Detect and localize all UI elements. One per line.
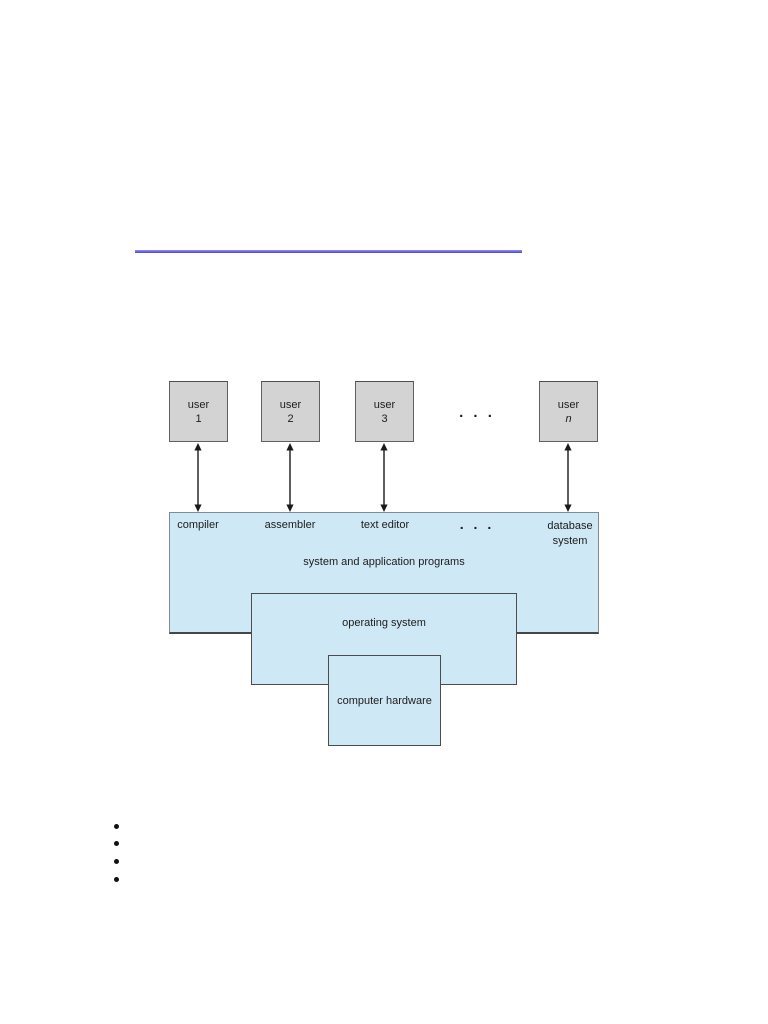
user-box-2-label: user xyxy=(279,398,302,411)
user-box-n-number: n xyxy=(565,412,572,425)
user-box-3-number: 3 xyxy=(381,412,388,425)
system-programs-label: system and application programs xyxy=(303,556,465,568)
programs-ellipsis: . . . xyxy=(459,516,495,532)
user-box-3: user 3 xyxy=(355,381,414,442)
user-box-1-number: 1 xyxy=(195,412,202,425)
bullet-dot xyxy=(114,824,119,829)
operating-system-label: operating system xyxy=(342,617,426,629)
double-arrow-icon xyxy=(192,443,204,512)
user-box-3-label: user xyxy=(373,398,396,411)
computer-hardware-label: computer hardware xyxy=(337,695,432,707)
computer-hardware-layer xyxy=(328,655,441,746)
assembler-label: assembler xyxy=(264,519,316,531)
database-label-line2: system xyxy=(552,535,588,547)
compiler-label: compiler xyxy=(177,519,219,531)
bullet-dot xyxy=(114,841,119,846)
hyperlink-underline[interactable] xyxy=(135,250,522,253)
user-box-1-label: user xyxy=(187,398,210,411)
user-box-2-number: 2 xyxy=(287,412,294,425)
bullet-dot xyxy=(114,859,119,864)
users-ellipsis: . . . xyxy=(459,404,495,421)
database-label-line1: database xyxy=(547,520,593,532)
database-system-label: database system xyxy=(520,519,620,549)
bullet-dot xyxy=(114,877,119,882)
user-box-1: user 1 xyxy=(169,381,228,442)
double-arrow-icon xyxy=(284,443,296,512)
user-box-n-label: user xyxy=(557,398,580,411)
double-arrow-icon xyxy=(378,443,390,512)
user-box-n: user n xyxy=(539,381,598,442)
double-arrow-icon xyxy=(562,443,574,512)
text-editor-label: text editor xyxy=(360,519,410,531)
user-box-2: user 2 xyxy=(261,381,320,442)
